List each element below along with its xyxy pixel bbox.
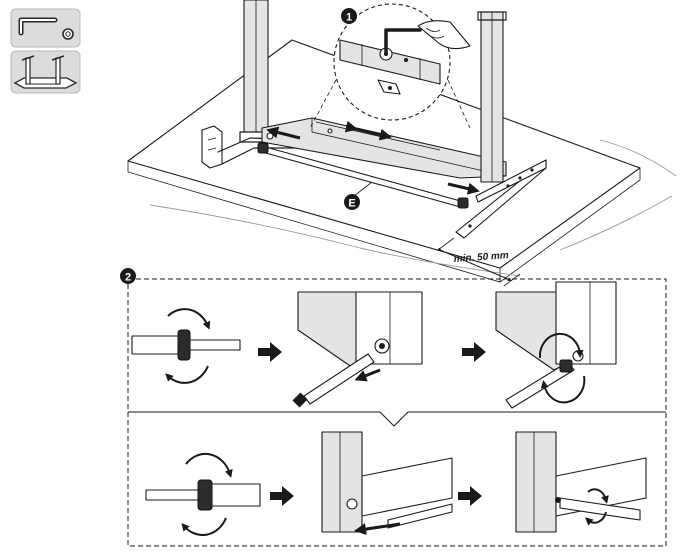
row2-rod-nut <box>145 452 261 536</box>
rod-e <box>257 142 469 209</box>
step-2-panel: 2 <box>120 268 667 547</box>
tools-panel <box>10 8 81 94</box>
arrow-right-1 <box>258 342 282 362</box>
desk-frame-tool-box <box>10 50 81 94</box>
main-assembly-view: 1 E min. 50 mm <box>127 0 677 287</box>
arrow-right-3 <box>270 486 294 506</box>
step-2-marker: 2 <box>120 268 136 284</box>
detail-step-marker: 1 <box>341 8 357 24</box>
left-leg <box>239 0 273 143</box>
row2-insert-rod <box>321 431 453 536</box>
clearance-dimension: min. 50 mm <box>437 237 521 287</box>
row1-rod-nut <box>131 308 241 384</box>
slide-arrows <box>266 120 480 195</box>
right-leg <box>477 11 507 183</box>
arrow-right-2 <box>462 342 486 362</box>
part-marker-e: E <box>344 181 373 210</box>
svg-text:E: E <box>348 198 355 210</box>
row1-tighten <box>495 281 617 409</box>
svg-text:2: 2 <box>125 272 131 284</box>
clearance-label: min. 50 mm <box>453 250 509 265</box>
detail-magnifier <box>309 3 471 129</box>
arrow-right-4 <box>458 486 482 506</box>
row1-insert-rod <box>292 291 423 408</box>
allen-key-tool-box <box>10 8 81 48</box>
allen-key-icon <box>18 17 74 40</box>
right-foot <box>455 159 547 239</box>
svg-text:1: 1 <box>346 12 352 24</box>
row2-tighten <box>515 431 647 533</box>
desk-frame-icon <box>13 55 78 89</box>
crossbar <box>261 117 507 179</box>
